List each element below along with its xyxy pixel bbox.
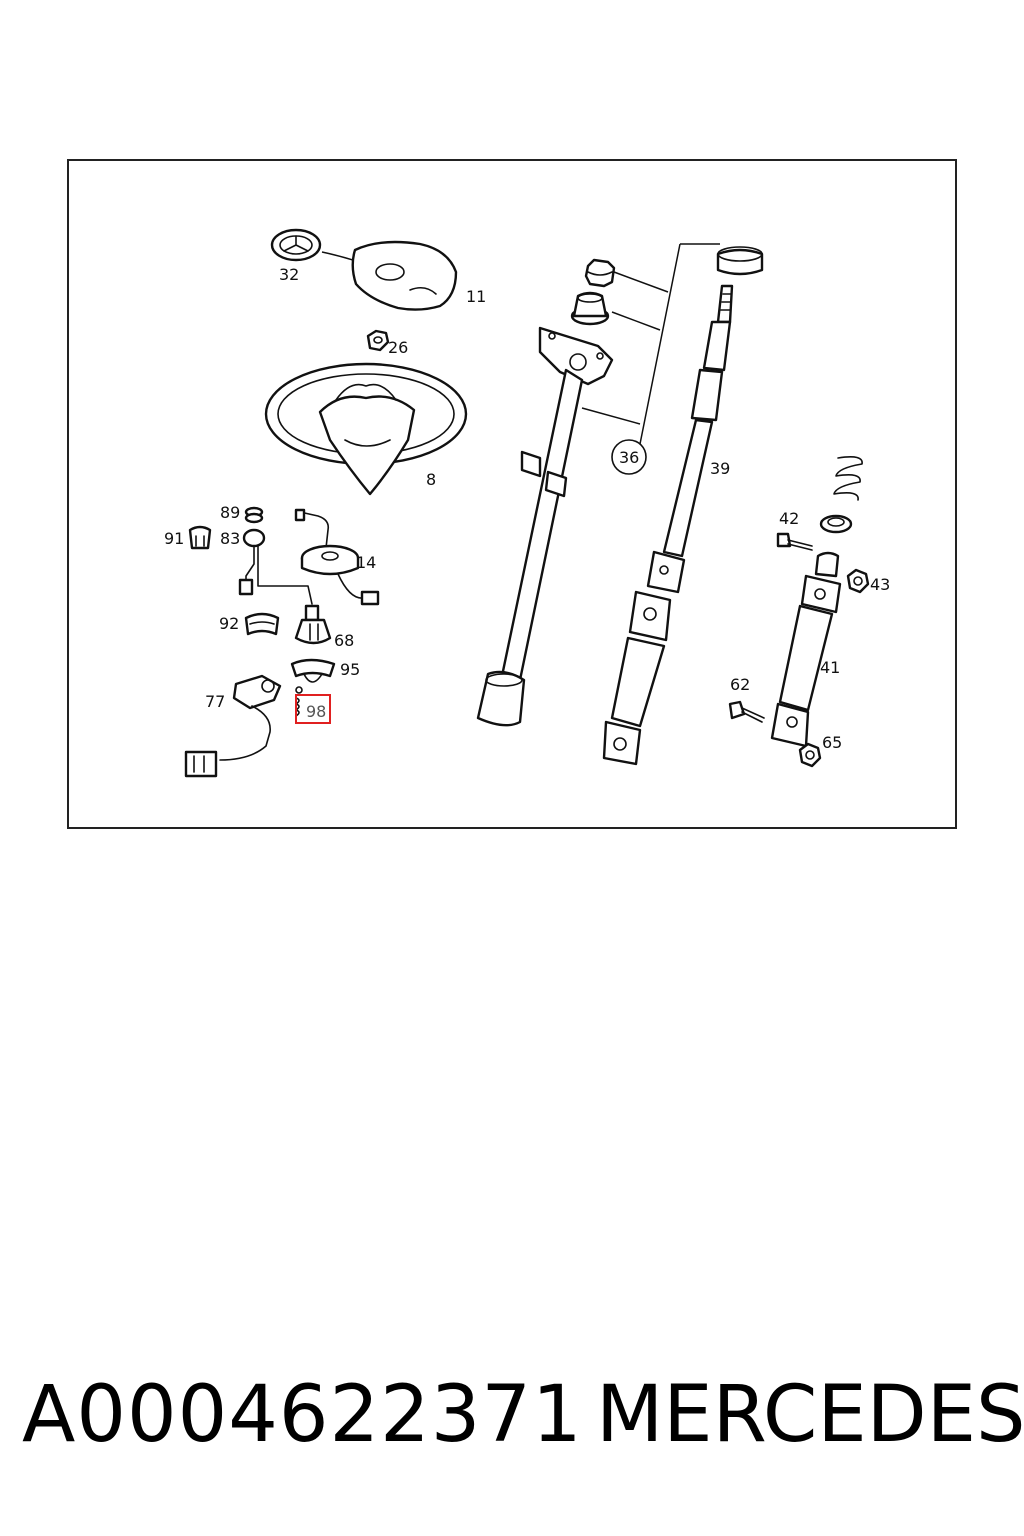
callout-68: 68 — [334, 631, 354, 650]
part-14-clock-spring[interactable] — [294, 508, 380, 606]
part-36-column-tube[interactable] — [476, 326, 614, 727]
part-caption: A0004622371 MERCEDES — [0, 1370, 1024, 1480]
part-bushing-right[interactable] — [819, 514, 853, 534]
callout-89: 89 — [220, 503, 240, 522]
part-92-ring[interactable] — [244, 612, 280, 636]
callout-83: 83 — [220, 529, 240, 548]
callout-42: 42 — [779, 509, 799, 528]
diagram-frame — [67, 159, 957, 829]
callout-77: 77 — [205, 692, 225, 711]
part-83-sensor[interactable] — [238, 528, 313, 605]
lead-36-spine — [639, 243, 720, 445]
callout-62: 62 — [730, 675, 750, 694]
callout-32: 32 — [279, 265, 299, 284]
callout-8: 8 — [426, 470, 436, 489]
callout-41: 41 — [820, 658, 840, 677]
callout-91: 91 — [164, 529, 184, 548]
part-65-nut[interactable] — [798, 742, 822, 768]
part-36-bushing-upper[interactable] — [584, 258, 616, 288]
part-32-emblem[interactable] — [270, 228, 322, 262]
steering-column-diagram: 32 11 26 8 36 39 89 91 83 14 92 68 95 77… — [67, 159, 957, 829]
callout-26: 26 — [388, 338, 408, 357]
part-36-bearing-seat[interactable] — [570, 291, 610, 326]
part-26-nut[interactable] — [366, 329, 390, 352]
part-68-lock-housing[interactable] — [294, 604, 332, 645]
part-39-steering-shaft[interactable] — [602, 246, 764, 766]
part-41-intermediate-shaft[interactable] — [770, 551, 842, 748]
part-62-bolt[interactable] — [728, 700, 765, 723]
part-43-nut[interactable] — [846, 568, 870, 594]
callout-65: 65 — [822, 733, 842, 752]
callout-39: 39 — [710, 459, 730, 478]
callout-36-circle — [611, 439, 647, 475]
part-91-plug[interactable] — [188, 525, 212, 550]
part-11-horn-pad[interactable] — [351, 240, 458, 311]
part-8-steering-wheel[interactable] — [264, 362, 468, 496]
part-98-screw[interactable] — [295, 686, 303, 717]
highlight-box-98 — [295, 694, 331, 724]
part-89-grommet[interactable] — [244, 506, 264, 524]
callout-36: 36 — [619, 448, 639, 467]
callout-95: 95 — [340, 660, 360, 679]
part-spring[interactable] — [833, 456, 863, 501]
lead-36-branches — [581, 271, 669, 425]
callout-43: 43 — [870, 575, 890, 594]
part-42-bolt[interactable] — [776, 532, 813, 551]
part-77-ignition-switch[interactable] — [184, 674, 282, 778]
callout-11: 11 — [466, 287, 486, 306]
callout-14: 14 — [356, 553, 376, 572]
part-95-clamp[interactable] — [290, 658, 336, 683]
callout-98: 98 — [306, 702, 326, 721]
part-number: A0004622371 — [22, 1370, 583, 1460]
callout-92: 92 — [219, 614, 239, 633]
brand-name: MERCEDES — [596, 1370, 1024, 1460]
